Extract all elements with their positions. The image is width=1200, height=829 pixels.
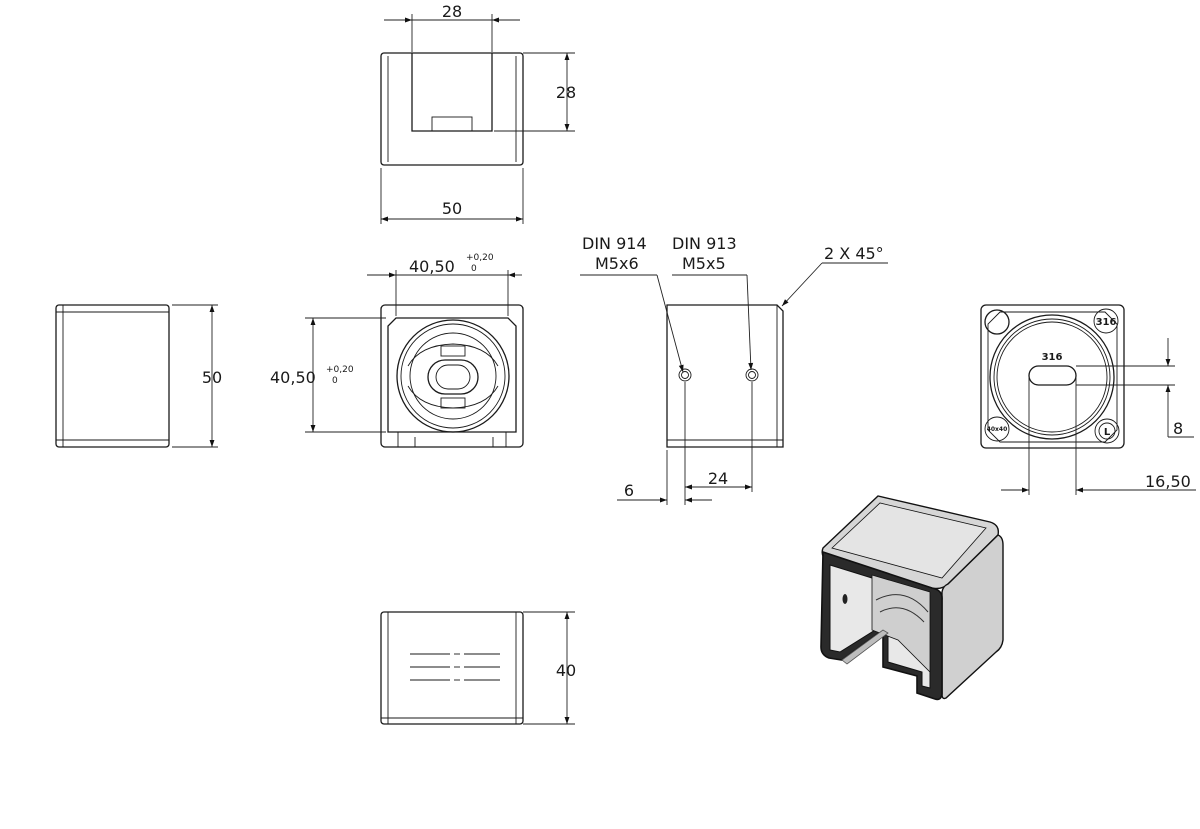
chamfer-label: 2 X 45° — [824, 244, 884, 263]
left-height-dim: 50 — [202, 368, 222, 387]
iso-right-face — [941, 534, 1004, 700]
right-slot-dim: 8 — [1173, 419, 1183, 438]
screw1-size: M5x6 — [595, 254, 639, 273]
top-height-dim: 28 — [556, 83, 576, 102]
top-view: 28 28 50 — [380, 2, 576, 224]
size-mark: 40x40 — [987, 426, 1008, 433]
bottom-height-dim: 40 — [556, 661, 576, 680]
screw1-standard: DIN 914 — [582, 234, 647, 253]
bottom-view: 40 — [380, 611, 576, 725]
isometric-view — [820, 495, 1004, 701]
top-width-dim: 28 — [442, 2, 462, 21]
front-height-tol-upper: +0,20 — [326, 365, 354, 375]
front-width-tol-lower: 0 — [471, 264, 477, 274]
right-view: 316 316 40x40 L 8 16,50 — [980, 304, 1196, 495]
top-bottom-width-dim: 50 — [442, 199, 462, 218]
right-offset-dim: 16,50 — [1145, 472, 1191, 491]
front-view: 40,50 +0,20 0 40,50 +0,20 0 — [270, 253, 524, 448]
material-mark-center: 316 — [1042, 352, 1063, 363]
side-mark: L — [1104, 427, 1111, 438]
side-offset-dim: 6 — [624, 481, 634, 500]
front-width-tol-upper: +0,20 — [466, 253, 494, 263]
side-spacing-dim: 24 — [708, 469, 728, 488]
material-mark: 316 — [1096, 317, 1117, 328]
front-height-tol-lower: 0 — [332, 376, 338, 386]
screw2-standard: DIN 913 — [672, 234, 737, 253]
side-view: DIN 914 M5x6 DIN 913 M5x5 2 X 45° 6 24 — [580, 234, 888, 505]
front-width-dim: 40,50 — [409, 257, 455, 276]
left-view: 50 — [55, 304, 222, 448]
front-height-dim: 40,50 — [270, 368, 316, 387]
screw2-size: M5x5 — [682, 254, 726, 273]
